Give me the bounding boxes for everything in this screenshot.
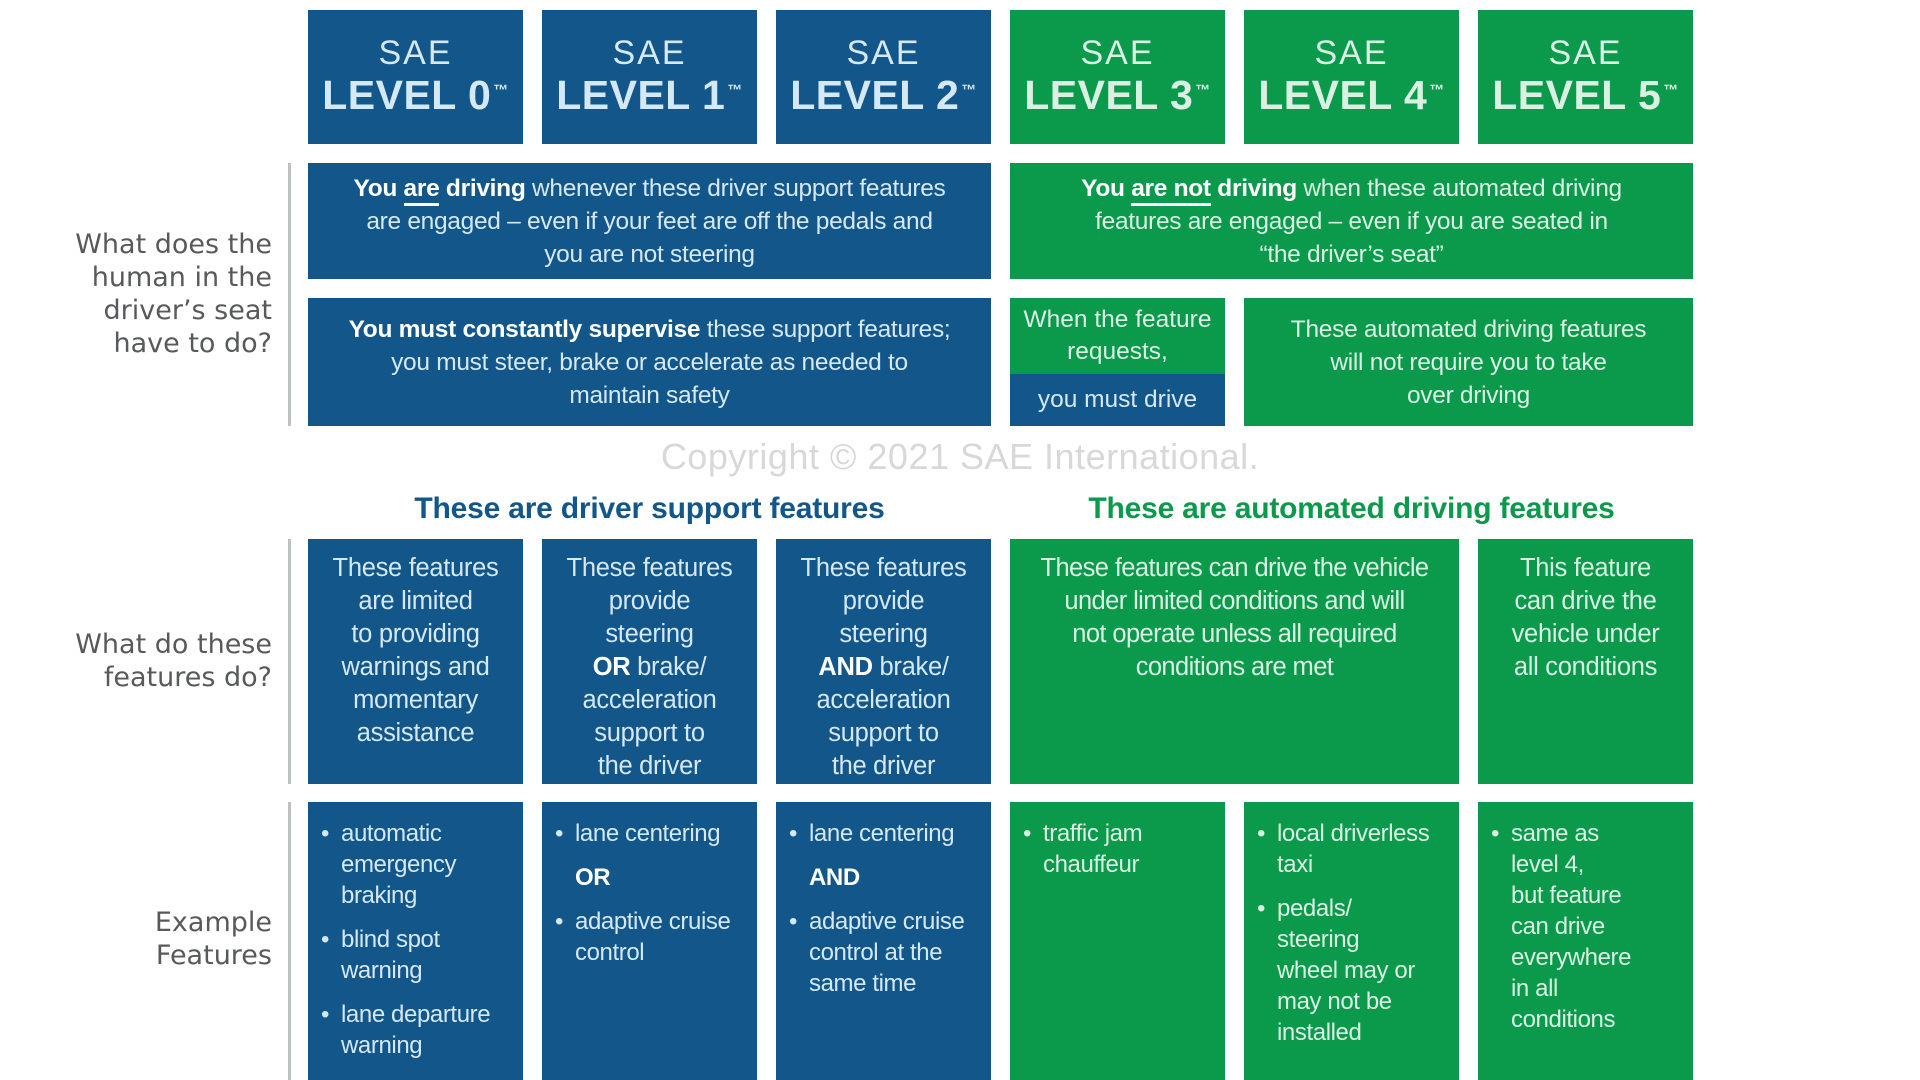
row-label-example-features: Example Features	[154, 907, 272, 971]
bullet-item: • lane centering	[789, 818, 985, 849]
bullet-dot: •	[321, 1001, 330, 1028]
bullet-item: • pedals/ steering wheel may or may not b…	[1257, 893, 1453, 1048]
bullet-dot: •	[789, 908, 798, 935]
conjunction-or: OR	[592, 653, 631, 681]
level4-example-features-cell: • local driverless taxi • pedals/ steering …	[1244, 802, 1459, 1080]
bullet-item-text: AND	[809, 864, 860, 891]
no-takeover-required-cell: These automated driving features will no…	[1244, 298, 1693, 426]
level0-features-description-cell: These features are limited to providing …	[308, 539, 523, 784]
trademark-symbol: ™	[1195, 82, 1211, 100]
bullet-item: • lane departure warning	[321, 999, 517, 1061]
level3-you-must-drive-cell: you must drive	[1010, 374, 1225, 426]
row-divider-rule	[288, 163, 291, 426]
bullet-dot: •	[1257, 820, 1266, 847]
bullet-item-text: lane centering	[575, 820, 721, 847]
bullet-item: • automatic emergency braking	[321, 818, 517, 911]
bullet-item-text: traffic jam chauffeur	[1043, 820, 1143, 878]
bullet-dot: •	[1257, 895, 1266, 922]
bullet-dot: •	[1023, 820, 1032, 847]
conjunction-and: AND	[818, 653, 873, 681]
driver-support-section-title: These are driver support features	[414, 492, 885, 525]
bullet-dot: •	[321, 820, 330, 847]
copyright-notice: Copyright © 2021 SAE International.	[660, 436, 1260, 477]
level3-when-feature-requests-cell: When the feature requests,	[1010, 298, 1225, 374]
bullet-item: • traffic jam chauffeur	[1023, 818, 1219, 880]
level5-features-description-cell: This feature can drive the vehicle under…	[1478, 539, 1693, 784]
bullet-dot: •	[789, 820, 798, 847]
level2-features-description-cell: These features provide steering AND brak…	[776, 539, 991, 784]
constantly-supervise-cell: You must constantly supervise these supp…	[308, 298, 991, 426]
conjunction-item: OR	[555, 862, 751, 893]
level0-example-features-cell: • automatic emergency braking • blind spot …	[308, 802, 523, 1080]
bullet-item-text: OR	[575, 864, 611, 891]
bullet-item-text: adaptive cruise control at the same time	[809, 908, 965, 997]
bullet-item: • local driverless taxi	[1257, 818, 1453, 880]
sae-brand-label: SAE	[612, 33, 687, 72]
underlined-are: are	[403, 174, 440, 206]
level3-4-features-description-cell: These features can drive the vehicle und…	[1010, 539, 1459, 784]
row-divider-rule	[288, 539, 291, 784]
underlined-are-not: are not	[1131, 174, 1211, 206]
bullet-dot: •	[555, 908, 564, 935]
bullet-dot: •	[555, 820, 564, 847]
trademark-symbol: ™	[1429, 82, 1445, 100]
bullet-item-text: lane departure warning	[341, 1001, 491, 1059]
bullet-item: • adaptive cruise control	[555, 906, 751, 968]
row-label-human-driver: What does the human in the driver’s seat…	[75, 229, 272, 359]
automated-you-are-not-driving-cell: You are not driving when these automated…	[1010, 163, 1693, 279]
row-label-what-features-do: What do these features do?	[75, 629, 272, 693]
trademark-symbol: ™	[493, 82, 509, 100]
trademark-symbol: ™	[961, 82, 977, 100]
level1-features-description-cell: These features provide steering OR brake…	[542, 539, 757, 784]
sae-brand-label: SAE	[378, 33, 453, 72]
sae-brand-label: SAE	[1548, 33, 1623, 72]
bullet-item: • blind spot warning	[321, 924, 517, 986]
bullet-dot: •	[1491, 820, 1500, 847]
driver-support-you-are-driving-cell: You are driving whenever these driver su…	[308, 163, 991, 279]
bullet-item-text: pedals/ steering wheel may or may not be…	[1277, 895, 1415, 1046]
bullet-item: • lane centering	[555, 818, 751, 849]
level3-example-features-cell: • traffic jam chauffeur	[1010, 802, 1225, 1080]
level5-example-features-cell: • same as level 4, but feature can drive …	[1478, 802, 1693, 1080]
automated-driving-section-title: These are automated driving features	[1088, 492, 1615, 525]
sae-brand-label: SAE	[1314, 33, 1389, 72]
bullet-item-text: adaptive cruise control	[575, 908, 731, 966]
sae-brand-label: SAE	[1080, 33, 1155, 72]
trademark-symbol: ™	[1663, 82, 1679, 100]
bullet-item-text: lane centering	[809, 820, 955, 847]
bullet-item-text: automatic emergency braking	[341, 820, 457, 909]
trademark-symbol: ™	[727, 82, 743, 100]
bullet-dot: •	[321, 926, 330, 953]
conjunction-item: AND	[789, 862, 985, 893]
bullet-item-text: blind spot warning	[341, 926, 440, 984]
bullet-item: • adaptive cruise control at the same tim…	[789, 906, 985, 999]
sae-brand-label: SAE	[846, 33, 921, 72]
bullet-item-text: local driverless taxi	[1277, 820, 1430, 878]
row-divider-rule	[288, 802, 291, 1080]
bullet-item-text: same as level 4, but feature can drive e…	[1511, 820, 1632, 1033]
bullet-item: • same as level 4, but feature can drive …	[1491, 818, 1687, 1035]
